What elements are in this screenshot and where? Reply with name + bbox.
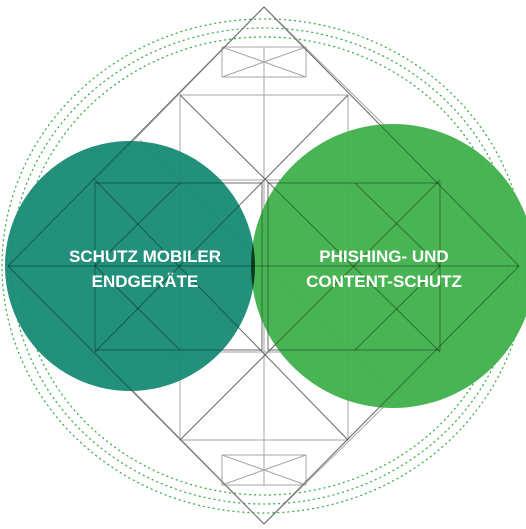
lattice-line (221, 46, 307, 78)
dotted-ring-outer (1, 18, 526, 514)
lattice-line (221, 454, 307, 486)
left-circle-label-line2: ENDGERÄTE (92, 272, 199, 291)
left-circle (5, 141, 255, 391)
right-circle-label-line2: CONTENT-SCHUTZ (306, 272, 462, 291)
right-circle (251, 124, 526, 408)
right-circle-label-line1: PHISHING- UND (319, 247, 448, 266)
overlay-lines (7, 6, 520, 525)
left-circle-label-line1: SCHUTZ MOBILER (69, 247, 221, 266)
